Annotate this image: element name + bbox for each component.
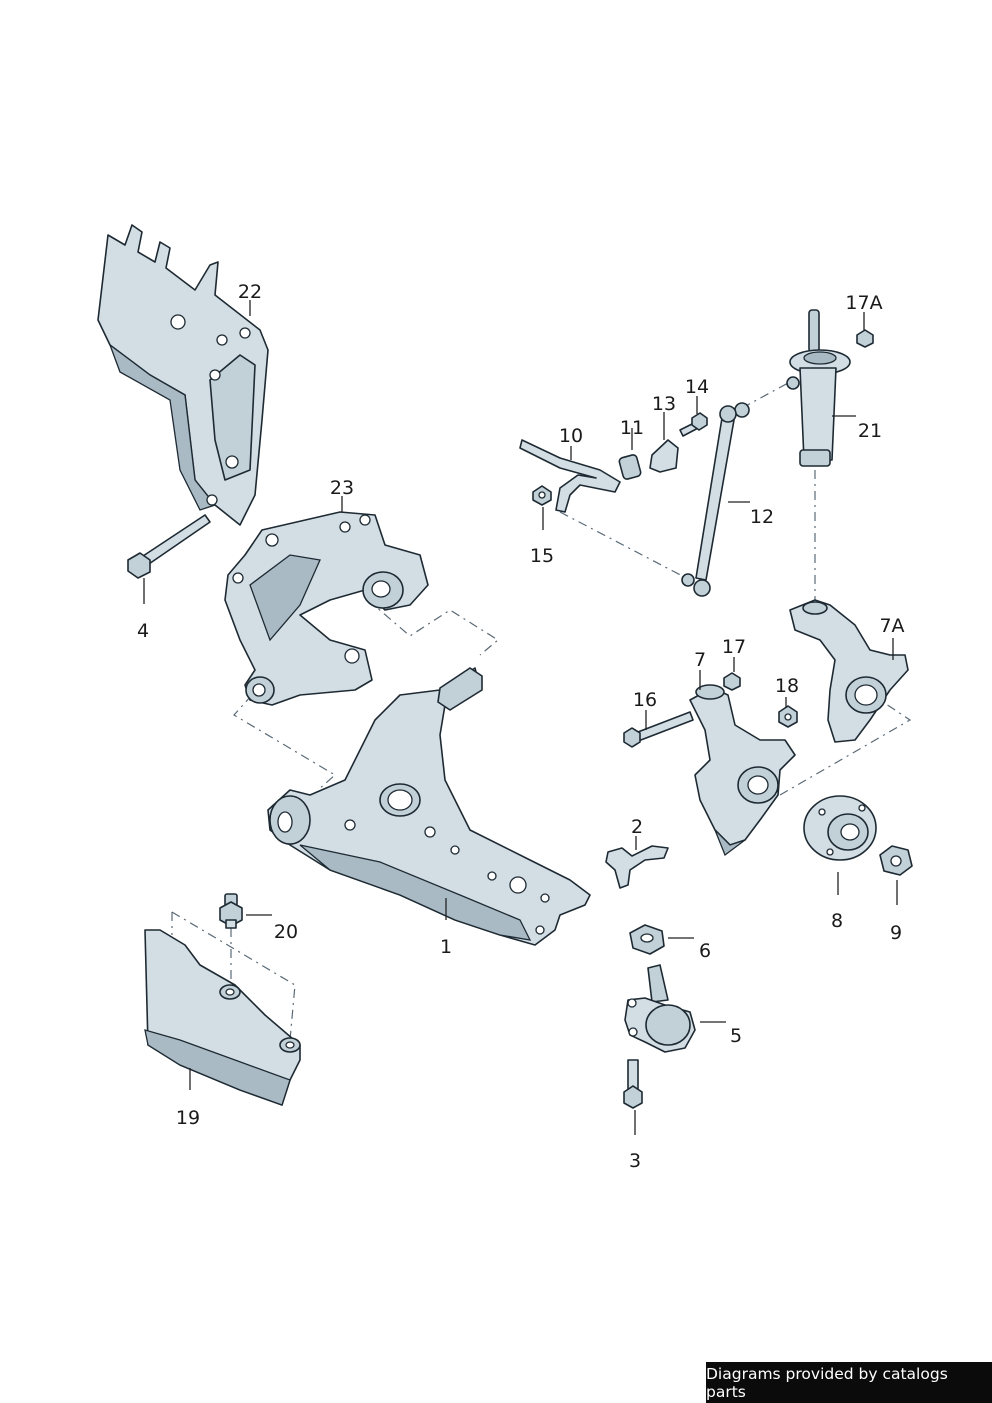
- callout-17a: 17A: [845, 292, 882, 314]
- part-4-bolt: [127, 514, 211, 579]
- part-5-ball-joint: [624, 964, 696, 1053]
- callout-19: 19: [176, 1107, 200, 1129]
- part-15-nut: [532, 485, 552, 506]
- callout-18: 18: [775, 675, 799, 697]
- callout-22: 22: [238, 281, 262, 303]
- credit-text: Diagrams provided by catalogs parts: [706, 1364, 948, 1401]
- callout-labels: 22 4 23 1 2 3 5 6 7 7A 8 9 10 11 12 13 1…: [137, 281, 905, 1172]
- callout-13: 13: [652, 393, 676, 415]
- callout-12: 12: [750, 506, 774, 528]
- callout-15: 15: [530, 545, 554, 567]
- part-3-bolt: [623, 1059, 643, 1109]
- leader-lines: [143, 300, 898, 1135]
- part-18-nut: [778, 705, 798, 728]
- part-11-rubber-bush: [618, 454, 642, 480]
- part-7a-steering-knuckle: [789, 599, 909, 743]
- part-17-nut: [723, 672, 741, 691]
- part-13-clamp: [649, 439, 679, 473]
- callout-4: 4: [137, 620, 149, 642]
- part-1-control-arm: [267, 667, 591, 946]
- part-7-steering-knuckle: [689, 684, 796, 857]
- callout-21: 21: [858, 420, 882, 442]
- callout-1: 1: [440, 936, 452, 958]
- part-19-underbody-panel: [144, 929, 301, 1106]
- callout-7: 7: [694, 649, 706, 671]
- part-9-collar-nut: [879, 845, 913, 876]
- callout-5: 5: [730, 1025, 742, 1047]
- callout-3: 3: [629, 1150, 641, 1172]
- part-10-stabilizer-bar: [519, 439, 621, 513]
- part-22-heat-shield: [97, 224, 269, 526]
- part-17a-nut: [856, 329, 874, 348]
- callout-10: 10: [559, 425, 583, 447]
- callout-17: 17: [722, 636, 746, 658]
- callout-14: 14: [685, 376, 709, 398]
- part-14-bolt: [679, 412, 708, 437]
- callout-6: 6: [699, 940, 711, 962]
- callout-7a: 7A: [879, 615, 904, 637]
- callout-9: 9: [890, 922, 902, 944]
- part-8-wheel-hub: [803, 795, 877, 861]
- part-6-nut: [629, 924, 665, 955]
- assembly-lines: [171, 381, 912, 1041]
- callout-20: 20: [274, 921, 298, 943]
- callout-8: 8: [831, 910, 843, 932]
- callout-2: 2: [631, 816, 643, 838]
- part-23-bracket: [224, 511, 429, 706]
- part-12-coupling-rod: [681, 402, 750, 597]
- part-20-bolt: [219, 893, 243, 929]
- callout-23: 23: [330, 477, 354, 499]
- part-2-bracket: [605, 845, 669, 889]
- callout-16: 16: [633, 689, 657, 711]
- callout-11: 11: [620, 417, 644, 439]
- part-16-bolt: [623, 711, 694, 748]
- credit-banner: Diagrams provided by catalogs parts: [706, 1362, 992, 1403]
- part-21-strut: [786, 309, 851, 467]
